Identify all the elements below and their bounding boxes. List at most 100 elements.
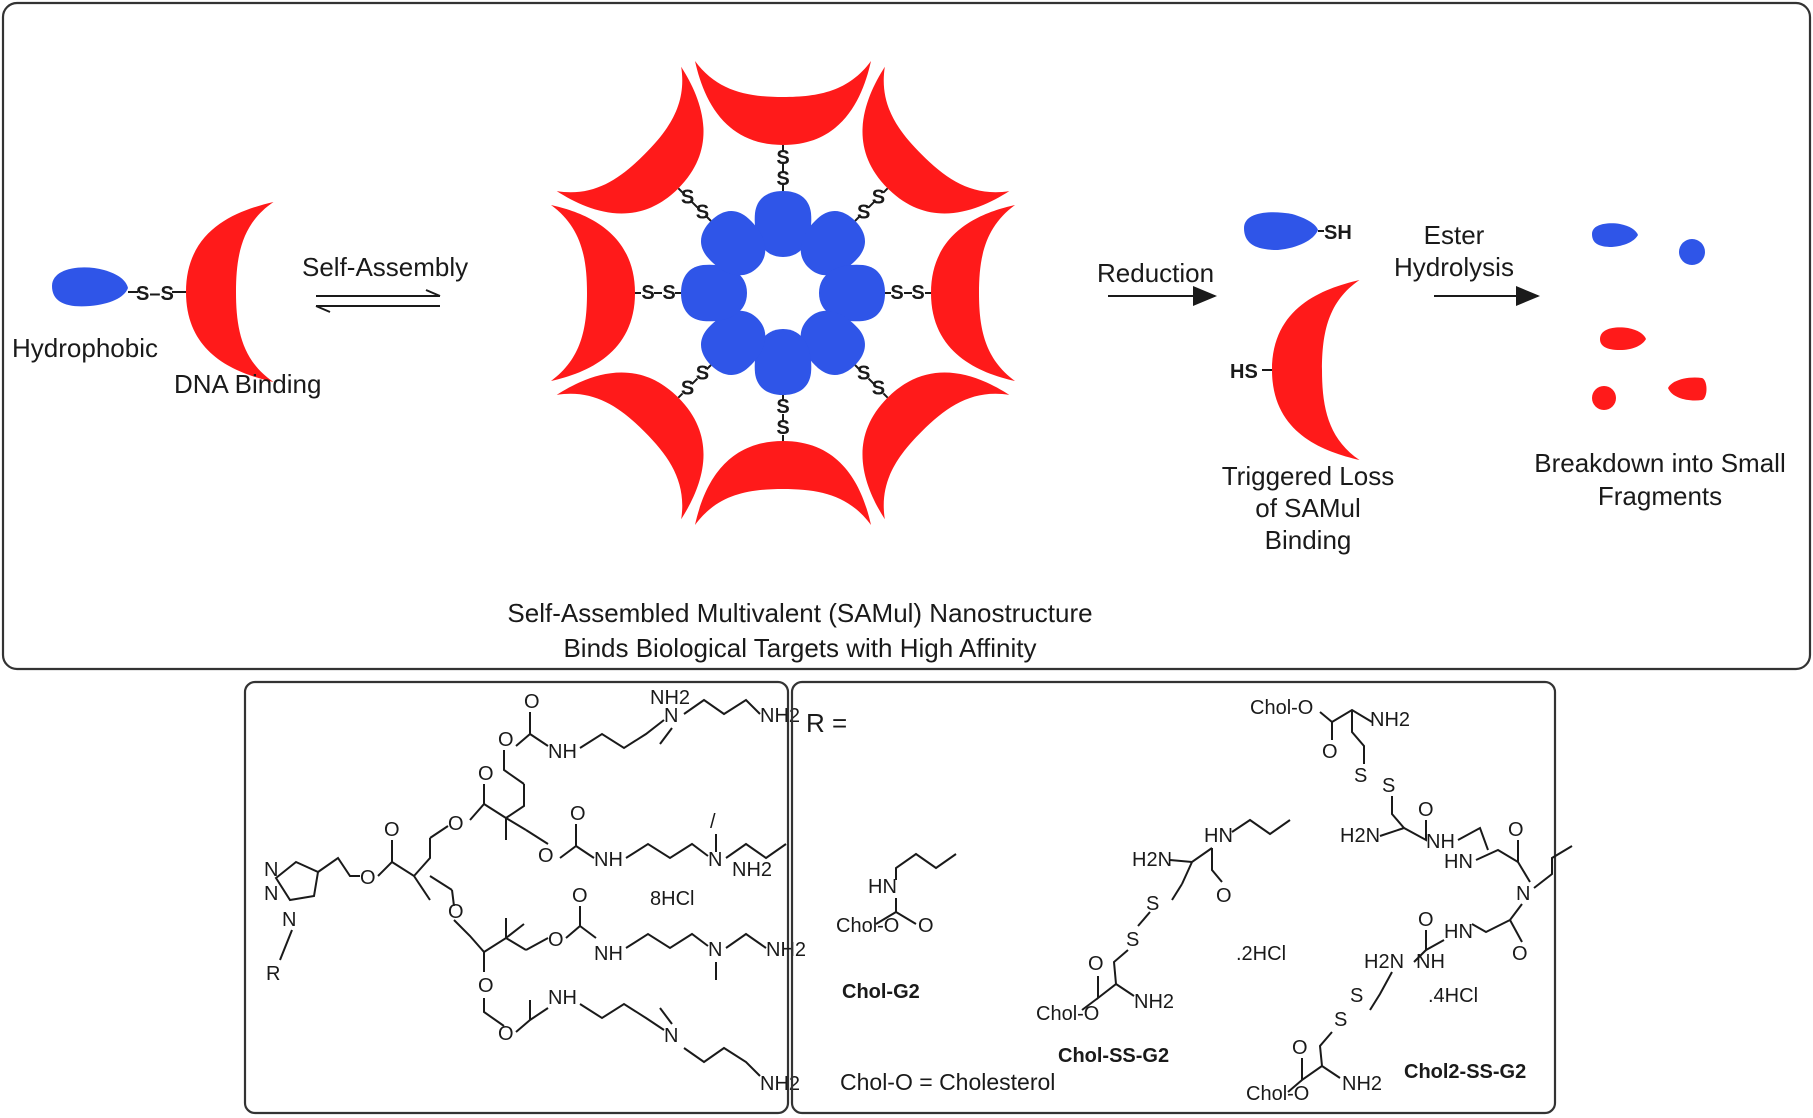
samul-caption-line2: Binds Biological Targets with High Affin…: [563, 633, 1036, 663]
svg-text:Chol-O: Chol-O: [1036, 1003, 1099, 1025]
hydrolysis-label: Hydrolysis: [1394, 252, 1514, 282]
svg-text:NH2: NH2: [1370, 709, 1410, 731]
svg-text:N: N: [664, 1025, 678, 1047]
sulfur-atom: S: [681, 377, 694, 399]
svg-text:O: O: [538, 845, 554, 867]
cholesterol-legend: Chol-O = Cholesterol: [840, 1069, 1055, 1095]
dna-binding-label: DNA Binding: [174, 369, 321, 399]
hydrophobic-thiol: [1244, 212, 1318, 250]
top-panel-frame: [1, 1, 1812, 671]
svg-text:/: /: [710, 811, 716, 833]
hydrophobic-unit: [52, 267, 128, 307]
binding-unit: [695, 61, 871, 145]
breakdown-label-line1: Breakdown into Small: [1534, 448, 1785, 478]
fragment-red-1: [1600, 327, 1646, 350]
fragment-blue-1: [1592, 223, 1638, 247]
disulfide-linker: S–S: [136, 283, 174, 305]
binding-unit: [551, 205, 635, 381]
svg-text:HN: HN: [868, 876, 897, 898]
samul-unit: SS: [551, 205, 747, 381]
breakdown-label-line2: Fragments: [1598, 481, 1722, 511]
svg-text:.2HCl: .2HCl: [1236, 943, 1286, 965]
binding-unit: [931, 205, 1015, 381]
svg-text:O: O: [1418, 909, 1434, 931]
hydrophobic-unit: [701, 310, 766, 375]
sulfur-atom: S: [872, 187, 885, 209]
svg-text:O: O: [570, 803, 586, 825]
samul-unit: SS: [556, 310, 766, 520]
r-equals-label: R =: [806, 708, 847, 738]
amine-label: NH2: [650, 687, 690, 709]
svg-text:O: O: [1508, 819, 1524, 841]
svg-text:O: O: [1216, 885, 1232, 907]
r-groups-frame: [790, 680, 1557, 1115]
sulfur-atom: S: [696, 363, 709, 385]
samul-caption-line1: Self-Assembled Multivalent (SAMul) Nanos…: [507, 598, 1092, 628]
samul-unit: SS: [695, 329, 871, 525]
svg-text:NH2: NH2: [760, 1073, 800, 1095]
svg-text:N: N: [1516, 883, 1530, 905]
svg-text:NH: NH: [1416, 951, 1445, 973]
svg-text:HN: HN: [1444, 921, 1473, 943]
ester-label: Ester: [1424, 220, 1485, 250]
hs-label: HS: [1230, 361, 1258, 383]
dendron-structure-frame: [243, 680, 790, 1115]
binding-unit: [862, 66, 1010, 214]
svg-text:O: O: [1512, 943, 1528, 965]
dna-binding-unit: [186, 202, 274, 382]
sulfur-atom: S: [681, 187, 694, 209]
svg-text:O: O: [498, 729, 514, 751]
binding-unit: [556, 66, 704, 214]
sulfur-atom: S: [641, 282, 654, 304]
hydrolysis-step: Ester Hydrolysis Breakdown into Small Fr…: [1394, 220, 1786, 511]
svg-text:NH: NH: [548, 987, 577, 1009]
svg-text:O: O: [478, 975, 494, 997]
svg-text:NH2: NH2: [1342, 1073, 1382, 1095]
hydrophobic-label: Hydrophobic: [12, 333, 158, 363]
hydrophobic-unit: [819, 264, 885, 322]
hydrophobic-unit: [754, 191, 812, 257]
svg-text:O: O: [1088, 953, 1104, 975]
svg-text:O: O: [572, 885, 588, 907]
sulfur-atom: S: [662, 282, 675, 304]
hydrophobic-unit: [800, 211, 865, 276]
chol-ss-g2-name: Chol-SS-G2: [1058, 1045, 1169, 1067]
loss-label-line2: of SAMul: [1255, 493, 1361, 523]
hydrophobic-unit: [681, 264, 747, 322]
svg-text:HN: HN: [1444, 851, 1473, 873]
loss-label-line3: Binding: [1265, 525, 1352, 555]
hydrophobic-unit: [754, 329, 812, 395]
chol2-ss-g2-name: Chol2-SS-G2: [1404, 1061, 1526, 1083]
svg-text:O: O: [478, 763, 494, 785]
binding-unit: [695, 441, 871, 525]
r-group-label: R: [266, 963, 280, 985]
svg-text:NH: NH: [1426, 831, 1455, 853]
binding-unit: [862, 372, 1010, 520]
svg-text:O: O: [524, 691, 540, 713]
sulfur-atom: S: [776, 396, 789, 418]
svg-text:O: O: [448, 901, 464, 923]
svg-text:H2N: H2N: [1340, 825, 1380, 847]
sulfur-atom: S: [890, 282, 903, 304]
svg-text:N: N: [264, 883, 278, 905]
fragment-red-3: [1668, 377, 1707, 401]
svg-text:S: S: [1382, 775, 1395, 797]
triazole-ring: [274, 860, 320, 902]
svg-text:O: O: [1292, 1037, 1308, 1059]
svg-text:N: N: [264, 859, 278, 881]
binding-thiol: [1272, 280, 1360, 460]
svg-text:S: S: [1334, 1009, 1347, 1031]
svg-text:S: S: [1354, 765, 1367, 787]
sulfur-atom: S: [872, 377, 885, 399]
self-assembly-label: Self-Assembly: [302, 252, 468, 282]
sh-label: SH: [1324, 222, 1352, 244]
svg-text:O: O: [918, 915, 934, 937]
monomer-amphiphile: S–S Hydrophobic DNA Binding: [12, 202, 321, 399]
sulfur-atom: S: [857, 363, 870, 385]
chol-g2-name: Chol-G2: [842, 981, 920, 1003]
svg-text:.4HCl: .4HCl: [1428, 985, 1478, 1007]
fragment-blue-2: [1679, 239, 1705, 265]
svg-text:S: S: [1350, 985, 1363, 1007]
svg-text:O: O: [448, 813, 464, 835]
svg-text:N: N: [708, 849, 722, 871]
